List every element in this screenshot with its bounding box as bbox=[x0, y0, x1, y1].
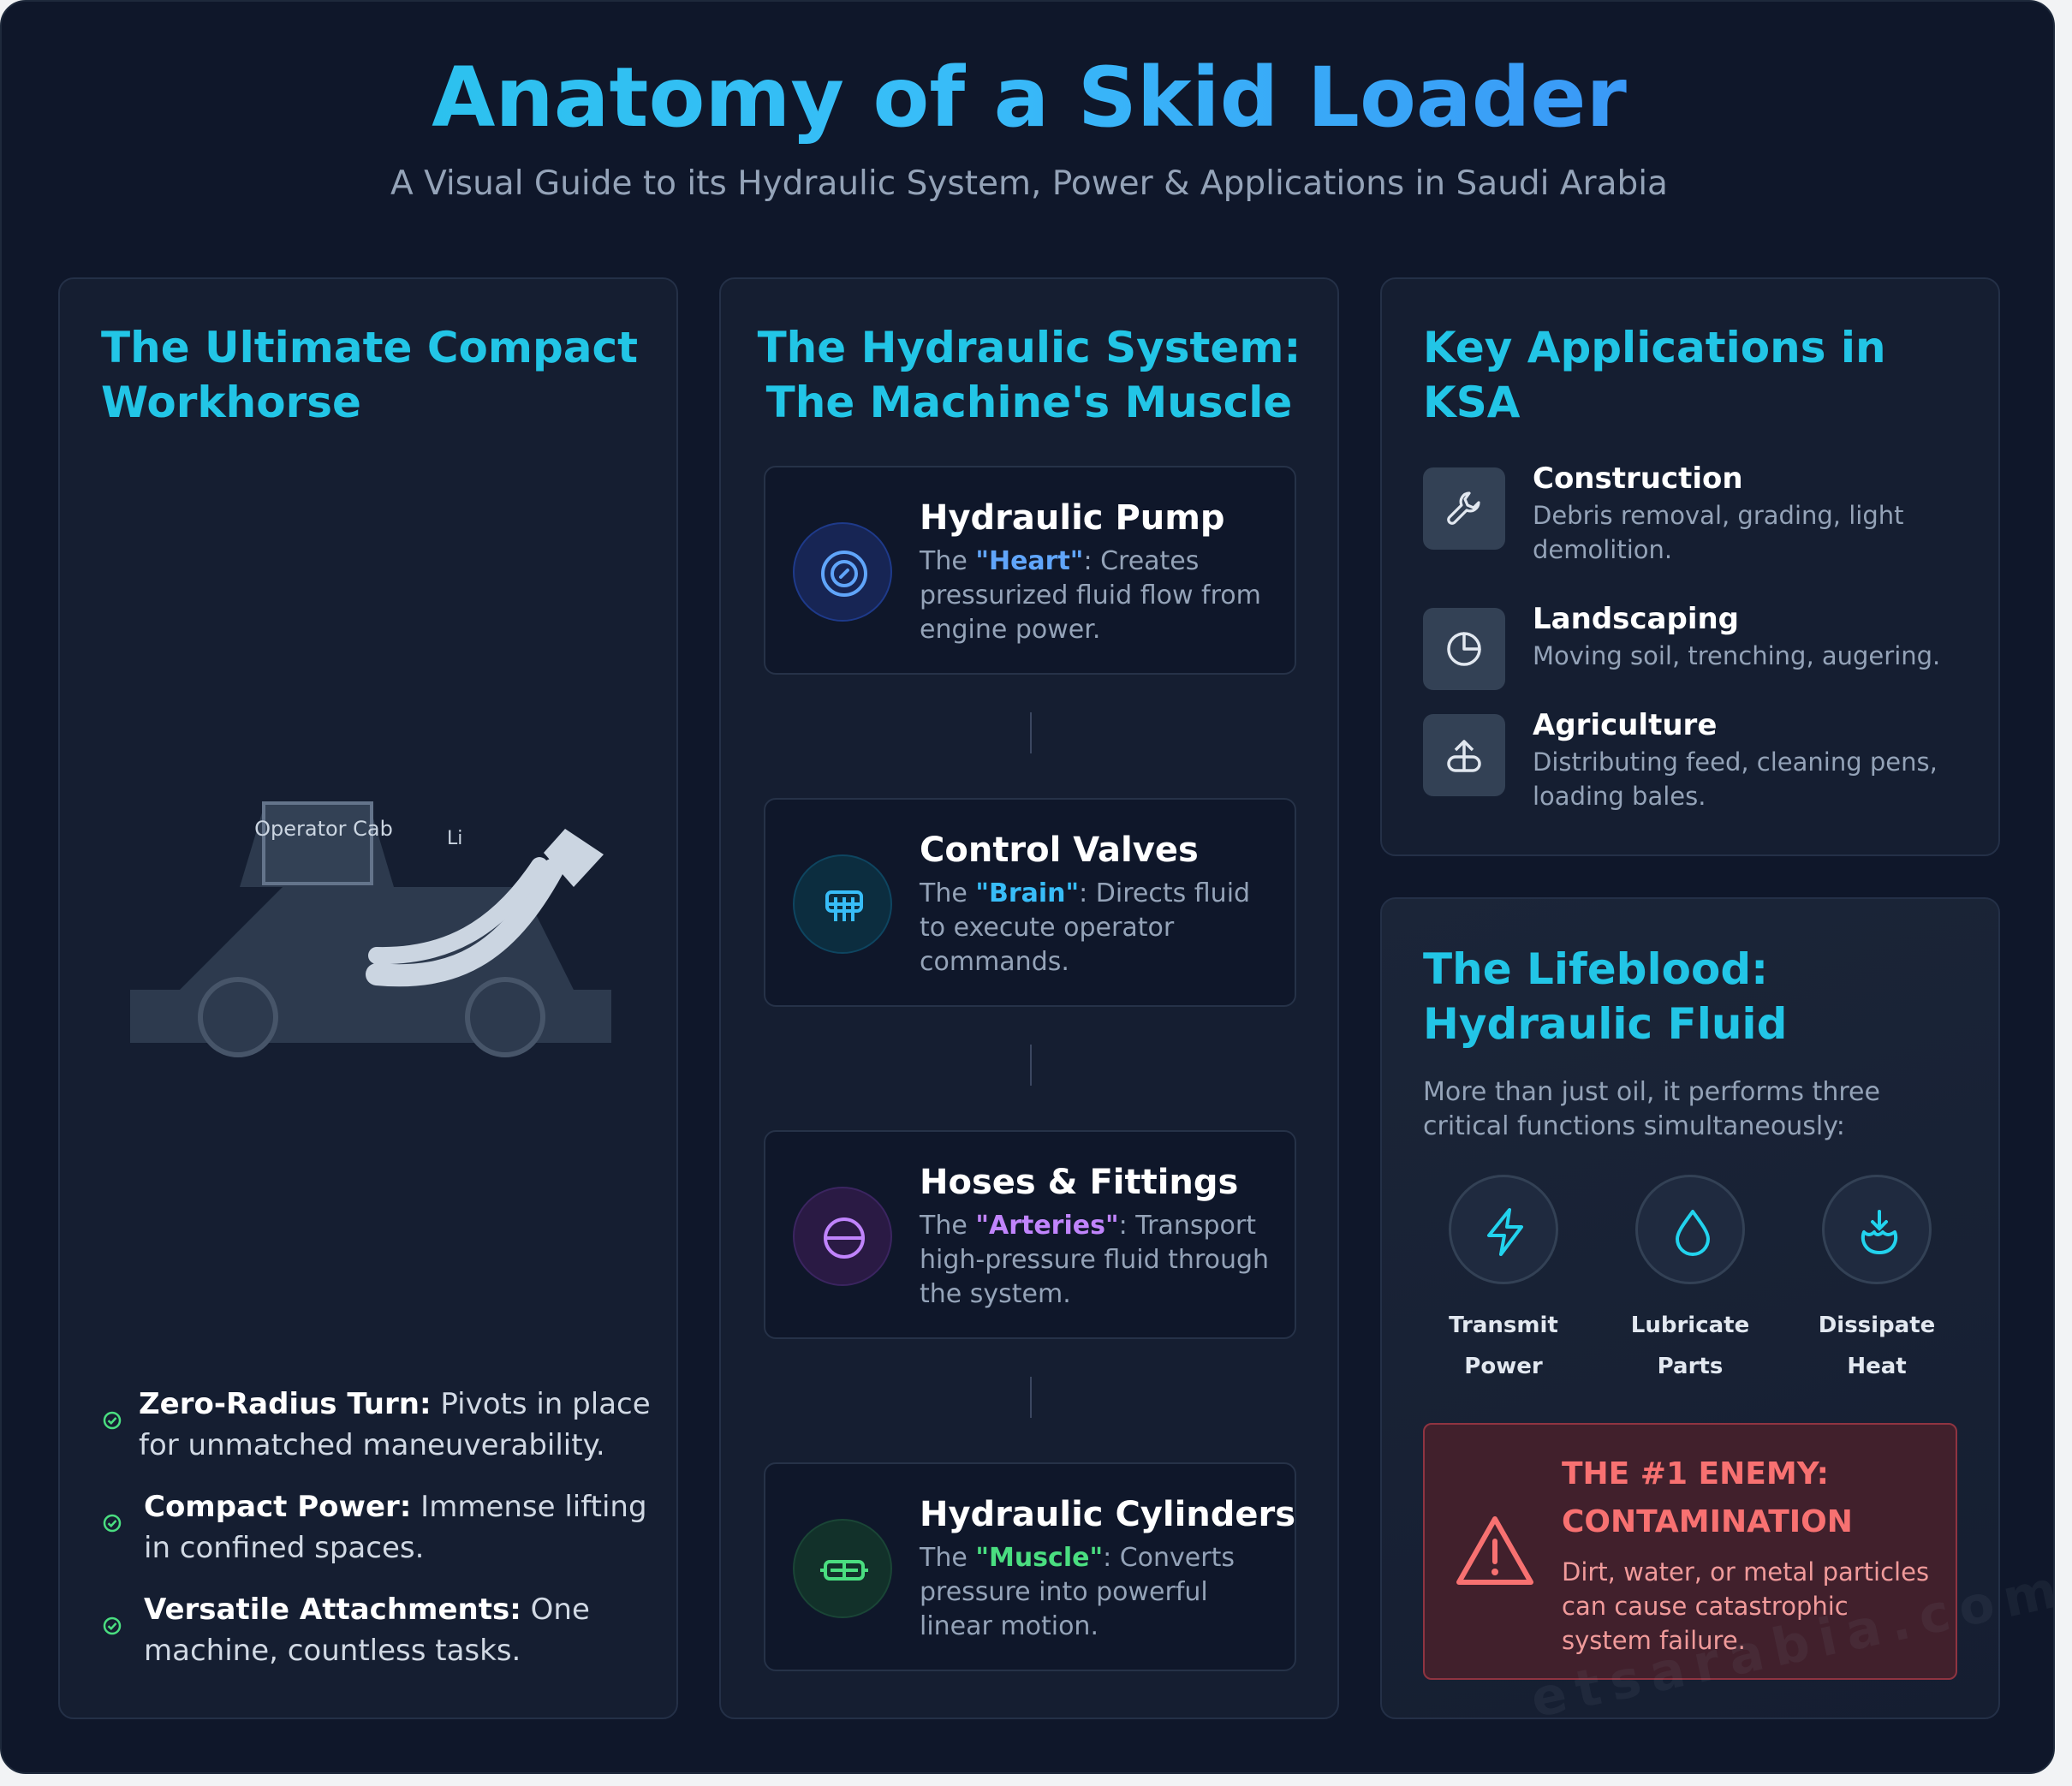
valve-icon bbox=[793, 854, 892, 954]
warning-triangle-icon bbox=[1456, 1516, 1533, 1585]
component-title: Hoses & Fittings bbox=[920, 1163, 1239, 1202]
check-circle-icon bbox=[103, 1514, 122, 1533]
skid-loader-diagram: Operator Cab Li bbox=[130, 801, 611, 1057]
component-control-valves: Control Valves The "Brain": Directs flui… bbox=[764, 798, 1296, 1007]
alert-description: Dirt, water, or metal particles can caus… bbox=[1562, 1557, 1930, 1655]
hydraulic-fluid-title: The Lifeblood: Hydraulic Fluid bbox=[1423, 944, 1788, 1049]
feature-text: One machine, countless tasks. bbox=[144, 1593, 590, 1668]
component-hoses-fittings: Hoses & Fittings The "Arteries": Transpo… bbox=[764, 1130, 1296, 1339]
function-label-line2: Heat bbox=[1847, 1354, 1907, 1379]
bucket bbox=[544, 829, 604, 887]
front-wheel bbox=[198, 977, 278, 1057]
application-description: Moving soil, trenching, augering. bbox=[1533, 641, 1941, 670]
rear-wheel bbox=[465, 977, 545, 1057]
hydraulic-system-title: The Hydraulic System: The Machine's Musc… bbox=[757, 323, 1301, 427]
function-label-line1: Lubricate bbox=[1630, 1313, 1750, 1338]
application-title: Construction bbox=[1533, 461, 1743, 496]
sprout-icon bbox=[1423, 714, 1505, 796]
page-subtitle: A Visual Guide to its Hydraulic System, … bbox=[390, 164, 1668, 203]
wrench-icon bbox=[1423, 467, 1505, 550]
feature-title: Compact Power: bbox=[144, 1490, 412, 1524]
feature-text: Pivots in place for unmatched maneuverab… bbox=[139, 1387, 651, 1462]
application-title: Landscaping bbox=[1533, 602, 1740, 636]
flame-icon bbox=[1822, 1175, 1932, 1284]
application-description: Debris removal, grading, light demolitio… bbox=[1533, 501, 1904, 564]
hydraulic-fluid-panel: The Lifeblood: Hydraulic Fluid More than… bbox=[1380, 897, 2000, 1719]
component-title: Control Valves bbox=[920, 830, 1199, 870]
page-title: Anatomy of a Skid Loader bbox=[2, 46, 2053, 149]
feature-title: Versatile Attachments: bbox=[144, 1593, 521, 1627]
feature-text: Immense lifting in confined spaces. bbox=[144, 1490, 647, 1565]
flow-connector bbox=[1030, 1377, 1032, 1418]
applications-panel: Key Applications in KSA Construction Deb… bbox=[1380, 277, 2000, 856]
application-title: Agriculture bbox=[1533, 708, 1718, 742]
alert-title: THE #1 ENEMY: CONTAMINATION bbox=[1562, 1456, 1853, 1539]
workhorse-panel: The Ultimate Compact Workhorse Operator … bbox=[58, 277, 678, 1719]
hose-icon bbox=[793, 1187, 892, 1286]
cylinder-icon bbox=[793, 1519, 892, 1618]
operator-cab-label: Operator Cab bbox=[254, 817, 393, 841]
flow-connector bbox=[1030, 1045, 1032, 1086]
component-hydraulic-cylinders: Hydraulic Cylinders The "Muscle": Conver… bbox=[764, 1462, 1296, 1671]
component-description: The "Arteries": Transport high-pressure … bbox=[920, 1211, 1270, 1309]
function-label-line1: Dissipate bbox=[1818, 1313, 1936, 1338]
gauge-icon bbox=[793, 522, 892, 622]
lightning-icon bbox=[1449, 1175, 1558, 1284]
component-title: Hydraulic Cylinders bbox=[920, 1495, 1296, 1534]
contamination-alert: THE #1 ENEMY: CONTAMINATION Dirt, water,… bbox=[1423, 1423, 1957, 1680]
check-circle-icon bbox=[103, 1411, 122, 1430]
component-description: The "Heart": Creates pressurized fluid f… bbox=[920, 546, 1261, 645]
applications-title: Key Applications in KSA bbox=[1423, 323, 1886, 427]
component-hydraulic-pump: Hydraulic Pump The "Heart": Creates pres… bbox=[764, 466, 1296, 675]
function-label-line1: Transmit bbox=[1449, 1313, 1558, 1338]
function-label-line2: Power bbox=[1464, 1354, 1543, 1379]
feature-title: Zero-Radius Turn: bbox=[139, 1387, 432, 1421]
lift-arm-upper bbox=[368, 857, 548, 965]
lift-arm bbox=[366, 859, 563, 987]
lift-arm-label: Li bbox=[447, 828, 462, 849]
application-description: Distributing feed, cleaning pens, loadin… bbox=[1533, 747, 1938, 811]
operator-cab bbox=[262, 801, 373, 885]
function-label-line2: Parts bbox=[1657, 1354, 1724, 1379]
workhorse-title: The Ultimate Compact Workhorse bbox=[101, 323, 639, 427]
hydraulic-fluid-intro: More than just oil, it performs three cr… bbox=[1423, 1077, 1880, 1141]
pie-chart-icon bbox=[1423, 608, 1505, 690]
hydraulic-system-panel: The Hydraulic System: The Machine's Musc… bbox=[719, 277, 1339, 1719]
component-title: Hydraulic Pump bbox=[920, 498, 1225, 538]
check-circle-icon bbox=[103, 1616, 122, 1635]
flow-connector bbox=[1030, 712, 1032, 753]
component-description: The "Muscle": Converts pressure into pow… bbox=[920, 1543, 1235, 1641]
component-description: The "Brain": Directs fluid to execute op… bbox=[920, 878, 1251, 977]
droplet-icon bbox=[1635, 1175, 1745, 1284]
